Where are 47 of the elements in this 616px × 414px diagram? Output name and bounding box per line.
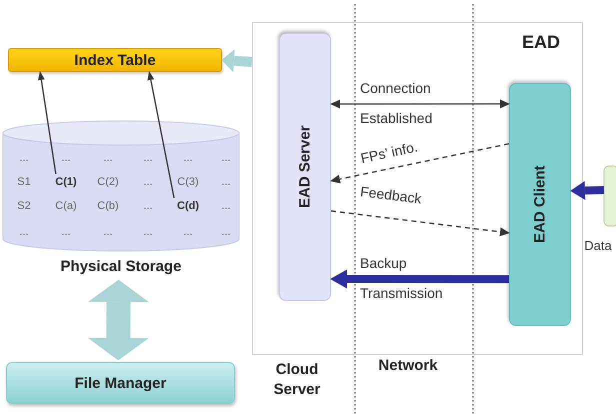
table-entry: S1 [16, 175, 32, 190]
table-entry: ... [60, 151, 72, 166]
table-entry: ... [142, 199, 154, 214]
table-entry: C(b) [96, 199, 120, 214]
table-entry: ... [142, 175, 154, 190]
table-entry: ... [182, 225, 194, 240]
table-entry: ... [220, 151, 232, 166]
index-table-bar: Index Table [8, 48, 222, 72]
table-entry: ... [182, 151, 194, 166]
table-entry: ... [18, 151, 30, 166]
file-manager-box: File Manager [6, 362, 235, 404]
block-arrow [570, 181, 604, 200]
region-label: Network [377, 356, 439, 376]
table-entry: ... [142, 151, 154, 166]
table-entry: ... [60, 225, 72, 240]
block-arrow [330, 270, 509, 289]
table-entry: C(2) [96, 175, 120, 190]
client-box: EAD Client [509, 83, 571, 326]
ead-panel [252, 22, 583, 355]
block-arrow [88, 280, 149, 360]
table-entry: ... [220, 175, 232, 190]
arrow [38, 71, 56, 174]
arrow [147, 71, 175, 198]
table-entry: C(d) [171, 198, 205, 214]
table-entry: C(a) [54, 199, 78, 214]
table-entry: ... [220, 199, 232, 214]
table-entry: ... [102, 225, 114, 240]
arrow [330, 210, 510, 236]
table-entry: C(3) [176, 175, 200, 190]
edge-label: Feedback [359, 183, 424, 209]
storage-label: Physical Storage [60, 256, 182, 276]
edge-label: FPs’ info. [359, 138, 420, 168]
table-entry: ... [102, 151, 114, 166]
table-entry: ... [220, 225, 232, 240]
region-label: Cloud Server [272, 360, 322, 400]
edge-label: Backup Transmission [360, 254, 444, 303]
table-entry: ... [18, 225, 30, 240]
table-entry: S2 [16, 199, 32, 214]
data-label: Data [583, 236, 613, 254]
table-entry: C(1) [49, 174, 83, 190]
table-entry: ... [142, 225, 154, 240]
panel-title: EAD [520, 30, 561, 54]
edge-label: Connection Established [360, 79, 434, 128]
server-box: EAD Server [279, 33, 331, 301]
block-arrow [221, 49, 252, 72]
arrow [330, 99, 510, 108]
arrow [330, 143, 510, 184]
